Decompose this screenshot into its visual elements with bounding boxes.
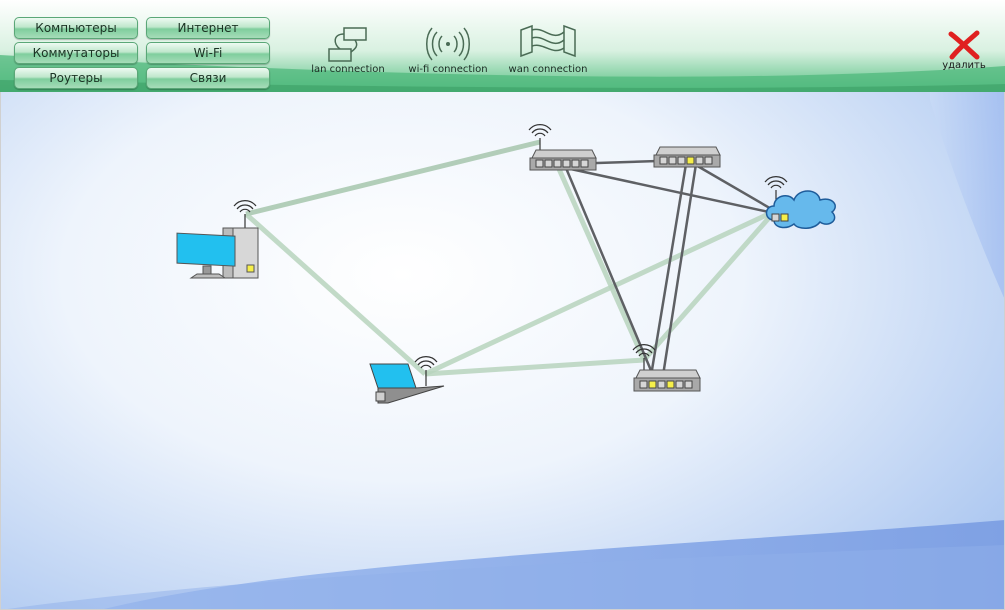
wifi-icon [632, 344, 656, 357]
delete-button[interactable]: удалить [936, 30, 992, 71]
wifi-link-laptop-switch-bottom[interactable] [424, 357, 645, 377]
wifi-link-laptop-cloud[interactable] [423, 208, 777, 377]
wifi-link-computer-laptop[interactable] [244, 212, 427, 376]
computer-device[interactable] [175, 200, 265, 282]
cloud-icon [765, 190, 836, 229]
wan-connection-tool[interactable]: wan connection [502, 22, 594, 75]
red-x-icon [948, 30, 980, 60]
lan-link-switch2-bottom-a[interactable] [648, 163, 688, 383]
links-button[interactable]: Связи [146, 67, 270, 89]
delete-label: удалить [942, 60, 986, 71]
laptop-device[interactable] [368, 356, 448, 406]
wifi-link-switch-bottom-cloud[interactable] [642, 209, 777, 362]
switch-device-bottom[interactable] [632, 344, 704, 394]
toolbar: Компьютеры Коммутаторы Роутеры Интернет … [0, 0, 1005, 92]
wifi-connection-icon [426, 27, 470, 61]
lan-connection-tool[interactable]: lan connection [302, 22, 394, 75]
wifi-button[interactable]: Wi-Fi [146, 42, 270, 64]
switch-device-top-right[interactable] [652, 145, 722, 169]
wan-connection-icon [520, 24, 576, 58]
wifi-icon [233, 200, 257, 213]
internet-cloud-device[interactable] [762, 176, 840, 230]
wan-connection-label: wan connection [508, 64, 588, 75]
wifi-connection-label: wi-fi connection [408, 64, 488, 75]
wifi-connection-tool[interactable]: wi-fi connection [402, 22, 494, 75]
lan-connection-label: lan connection [311, 64, 385, 75]
wifi-icon [764, 176, 788, 189]
lan-link-switch2-cloud[interactable] [693, 162, 781, 216]
lan-connection-icon [328, 27, 367, 62]
wifi-icon [528, 124, 552, 137]
routers-button[interactable]: Роутеры [14, 67, 138, 89]
switches-button[interactable]: Коммутаторы [14, 42, 138, 64]
wifi-icon [414, 356, 438, 369]
wifi-link-computer-switch[interactable] [245, 139, 541, 217]
wifi-link-switch-top-bottom[interactable] [552, 158, 647, 362]
lan-link-switch-cloud[interactable] [565, 166, 779, 216]
computers-button[interactable]: Компьютеры [14, 17, 138, 39]
switch-device-top-left[interactable] [528, 124, 598, 172]
lan-link-switch2-bottom-b[interactable] [660, 163, 698, 383]
internet-button[interactable]: Интернет [146, 17, 270, 39]
